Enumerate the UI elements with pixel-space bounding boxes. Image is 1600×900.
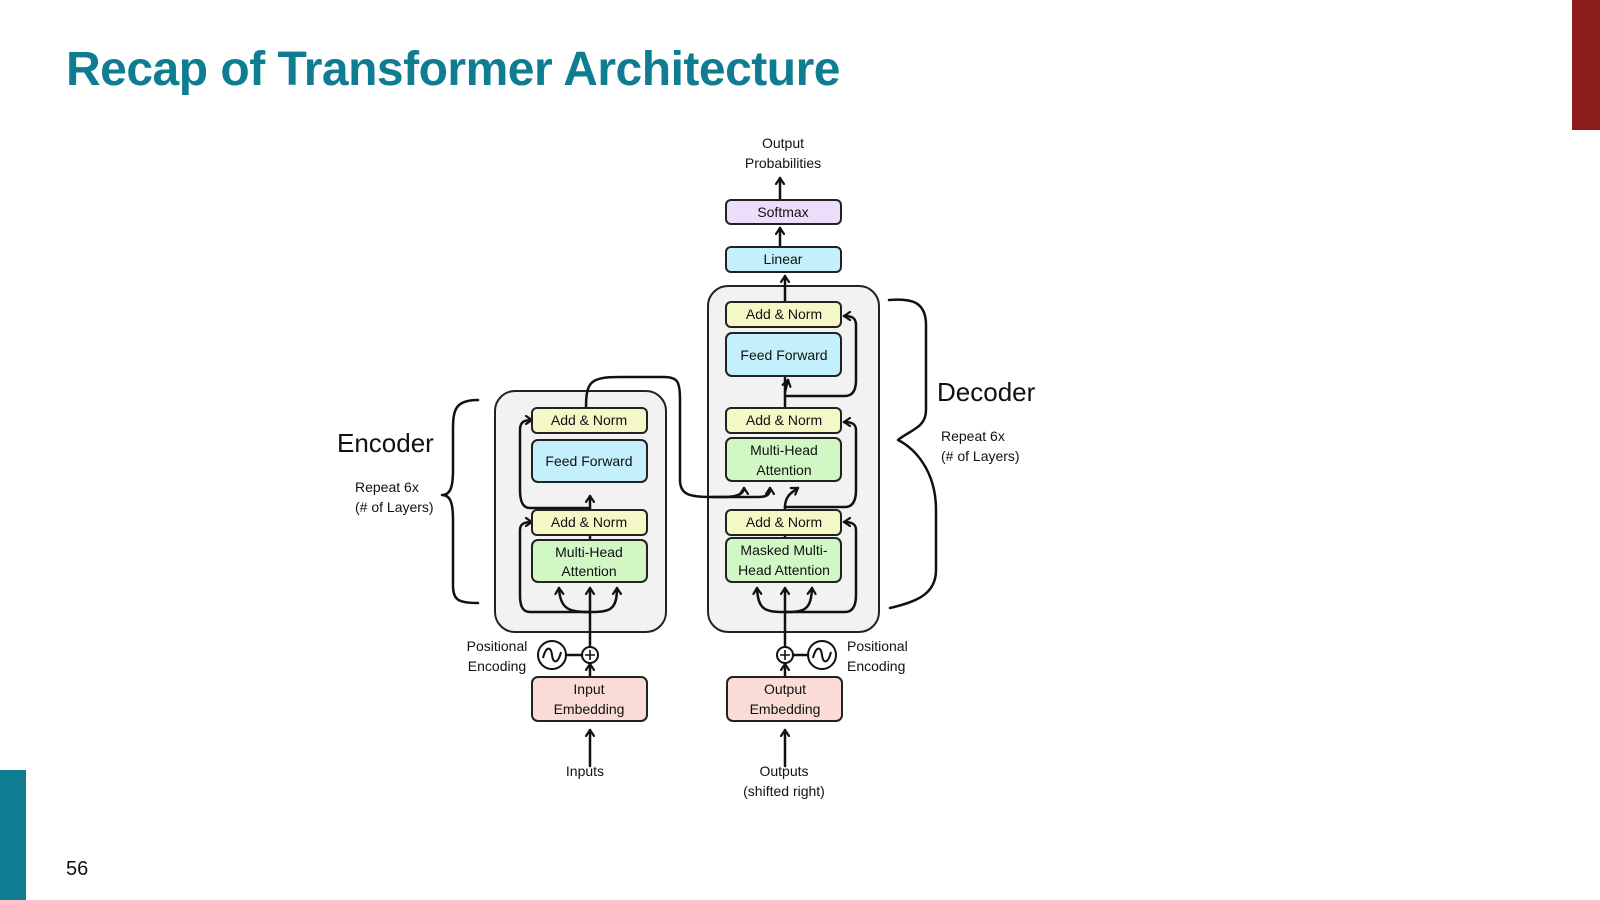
decoder-output-embedding	[726, 676, 843, 722]
linear-block	[725, 246, 842, 273]
decoder-add-norm-bottom	[725, 509, 842, 536]
encoder-embedding-label-2: Embedding	[554, 701, 625, 717]
encoder-add-norm-top	[531, 407, 648, 434]
decoder-add-norm-top	[725, 301, 842, 328]
accent-bar-top-right	[1572, 0, 1600, 130]
decoder-repeat-label-1: Repeat 6x	[941, 428, 1005, 444]
decoder-embedding-label-2: Embedding	[750, 701, 821, 717]
softmax-block	[725, 199, 842, 225]
linear-label: Linear	[764, 251, 803, 267]
encoder-input-embedding	[531, 676, 648, 722]
decoder-outputs-label-1: Outputs	[759, 763, 808, 779]
accent-bar-bottom-left	[0, 770, 26, 900]
encoder-repeat-label-1: Repeat 6x	[355, 479, 419, 495]
decoder-positional-label-1: Positional	[847, 638, 908, 654]
encoder-title: Encoder	[337, 428, 434, 458]
decoder-add-norm-bottom-label: Add & Norm	[746, 514, 822, 530]
output-probabilities-label-1: Output	[762, 135, 804, 151]
decoder-add-norm-middle	[725, 407, 842, 434]
encoder-add-norm-top-label: Add & Norm	[551, 412, 627, 428]
encoder-brace	[440, 398, 480, 605]
encoder-add-norm-bottom	[531, 509, 648, 536]
decoder-brace	[887, 298, 938, 610]
encoder-positional-label-2: Encoding	[468, 658, 526, 674]
decoder-add-norm-top-label: Add & Norm	[746, 306, 822, 322]
decoder-feed-forward	[725, 332, 842, 377]
encoder-feed-forward	[531, 439, 648, 483]
decoder-outputs-label-2: (shifted right)	[743, 783, 825, 799]
decoder-masked-attention-label-1: Masked Multi-	[740, 542, 827, 558]
decoder-masked-attention	[725, 537, 842, 583]
decoder-masked-attention-label-2: Head Attention	[738, 562, 830, 578]
decoder-title: Decoder	[937, 377, 1036, 407]
encoder-add-norm-bottom-label: Add & Norm	[551, 514, 627, 530]
encoder-repeat-label-2: (# of Layers)	[355, 499, 434, 515]
encoder-embedding-label-1: Input	[573, 681, 604, 697]
encoder-positional-label-1: Positional	[467, 638, 528, 654]
decoder-cross-attention	[725, 437, 842, 482]
decoder-add-norm-middle-label: Add & Norm	[746, 412, 822, 428]
softmax-label: Softmax	[757, 204, 808, 220]
encoder-attention-label-2: Attention	[561, 563, 616, 579]
encoder-inputs-label: Inputs	[566, 763, 604, 779]
encoder-feed-forward-label: Feed Forward	[545, 453, 632, 469]
encoder-multi-head-attention	[531, 539, 648, 583]
decoder-cross-attention-label-2: Attention	[756, 462, 811, 478]
decoder-cross-attention-label-1: Multi-Head	[750, 442, 818, 458]
slide-title: Recap of Transformer Architecture	[66, 43, 840, 96]
output-probabilities-label-2: Probabilities	[745, 155, 821, 171]
decoder-repeat-label-2: (# of Layers)	[941, 448, 1020, 464]
decoder-embedding-label-1: Output	[764, 681, 806, 697]
page-number: 56	[66, 858, 89, 880]
decoder-feed-forward-label: Feed Forward	[740, 347, 827, 363]
decoder-positional-label-2: Encoding	[847, 658, 905, 674]
encoder-attention-label-1: Multi-Head	[555, 544, 623, 560]
